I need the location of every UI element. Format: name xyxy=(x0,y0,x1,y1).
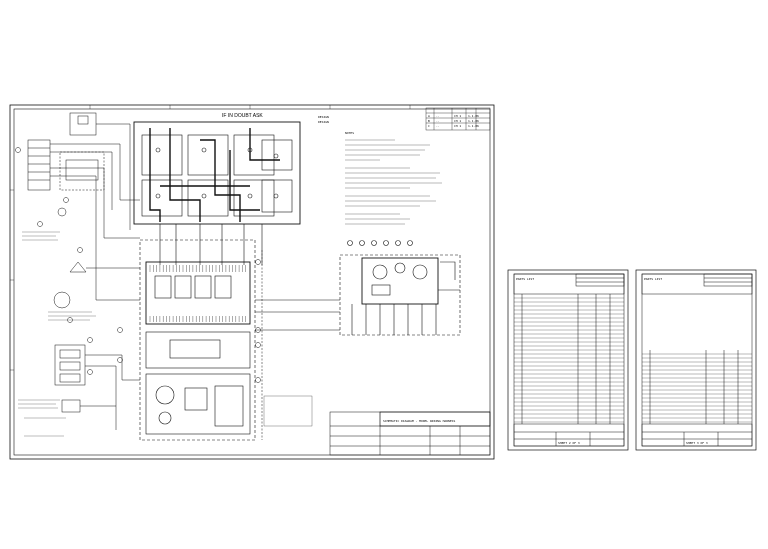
sheet-title: IF IN DOUBT ASK xyxy=(222,113,263,119)
gauge-cluster xyxy=(361,257,439,305)
long-bus xyxy=(255,250,340,440)
sheet-3-title: PARTS LIST xyxy=(644,277,662,281)
revision-cell: 1.1.06 xyxy=(468,124,479,128)
main-sheet-border xyxy=(9,104,495,460)
zone-ticks xyxy=(10,105,411,371)
relay-assembly xyxy=(133,121,301,265)
main-sheet xyxy=(9,104,495,460)
sensor-symbol xyxy=(53,291,71,309)
title-block-text: SCHEMATIC DIAGRAM - MODEL WIRING HARNESS xyxy=(383,419,455,423)
fuse-box xyxy=(61,399,81,413)
pin-rows xyxy=(149,265,246,322)
parts-sheet-2 xyxy=(507,269,629,451)
revision-table xyxy=(425,107,491,131)
sheet-3-border xyxy=(635,269,757,451)
switch-cluster xyxy=(54,344,86,386)
revision-cell: CH 1 xyxy=(454,114,461,118)
sheet-2-rows xyxy=(514,297,624,423)
notes-block xyxy=(345,139,442,225)
power-board xyxy=(145,373,251,435)
revision-cell: 1.1.06 xyxy=(468,119,479,123)
title-block xyxy=(329,411,491,456)
revision-cell: A xyxy=(428,114,430,118)
bus-tag-1: DESIGN xyxy=(318,115,329,119)
revision-cell: CH 1 xyxy=(454,119,461,123)
sheet-3-rows xyxy=(642,353,752,423)
sheet-2-inner xyxy=(513,273,625,447)
revision-cell: C xyxy=(428,124,430,128)
gauge-cluster-outline xyxy=(339,254,461,336)
display-board xyxy=(145,261,251,325)
left-components xyxy=(15,112,140,430)
horn-symbol xyxy=(69,261,87,273)
main-sheet-inner-border xyxy=(13,108,491,456)
revision-cell: .. xyxy=(436,114,440,118)
gauge-panel xyxy=(339,240,461,336)
revision-cell: CH 1 xyxy=(454,124,461,128)
sheet-2-title: PARTS LIST xyxy=(516,277,534,281)
revision-cell: B xyxy=(428,119,430,123)
wire-legend xyxy=(263,395,313,427)
control-unit xyxy=(139,239,256,441)
sheet-3-inner xyxy=(641,273,753,447)
terminal-block xyxy=(27,139,51,191)
relay-enclosure xyxy=(133,121,301,225)
parts-sheet-3 xyxy=(635,269,757,451)
left-annotations xyxy=(18,231,96,437)
connector-symbol xyxy=(57,207,67,217)
control-module xyxy=(59,151,105,191)
bus-tag-2: DESIGN xyxy=(318,120,329,124)
sheet-2-border xyxy=(507,269,629,451)
revision-cell: .. xyxy=(436,124,440,128)
sheet-3-footer: SHEET 3 OF 3 xyxy=(686,441,708,445)
sheet-2-footer: SHEET 2 OF 3 xyxy=(558,441,580,445)
control-unit-outline xyxy=(139,239,256,441)
notes-header: NOTES xyxy=(345,131,354,135)
revision-cell: .. xyxy=(436,119,440,123)
revision-cell: 1.1.06 xyxy=(468,114,479,118)
logic-board xyxy=(145,331,251,369)
